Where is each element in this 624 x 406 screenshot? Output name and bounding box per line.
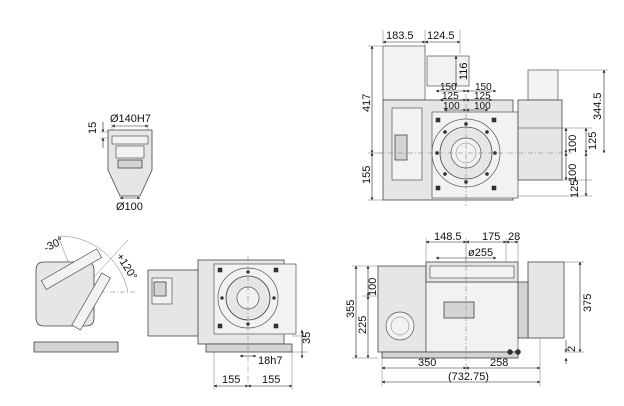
dim-258: 258 [490, 357, 508, 369]
dim-148-5: 148.5 [434, 231, 462, 243]
dim-125-lower: 125 [569, 180, 581, 198]
dim-344-5: 344.5 [592, 92, 604, 120]
front-view: 18h7 35 155 155 [147, 256, 313, 390]
dim-124-5: 124.5 [427, 30, 455, 42]
dim-15: 15 [87, 122, 99, 134]
dim-100-lower: 100 [567, 164, 579, 182]
dim-100-left: 100 [443, 101, 460, 112]
dim-dia-140h7: Ø140H7 [110, 113, 151, 125]
tilt-view: -30° +120° [33, 235, 139, 353]
dim-100-right: 100 [474, 101, 491, 112]
dim-417: 417 [361, 94, 373, 112]
dim-150-right: 150 [475, 82, 492, 93]
dim-100-upper: 100 [567, 135, 579, 153]
dim-375: 375 [582, 294, 594, 312]
dim-35: 35 [301, 332, 313, 344]
dim-225: 225 [357, 316, 369, 334]
dim-28: 28 [508, 231, 520, 243]
dim-155-left: 155 [222, 374, 240, 386]
dim-175: 175 [482, 231, 500, 243]
side-view: 148.5 175 28 ø255 355 100 225 375 2 350 … [345, 231, 594, 386]
dim-total-732-75: (732.75) [448, 371, 489, 383]
angle-minus-30: -30° [42, 235, 66, 255]
top-view: 183.5 124.5 116 417 155 150 150 125 125 … [361, 30, 608, 206]
dim-183-5: 183.5 [386, 30, 414, 42]
spindle-detail: 15 Ø140H7 Ø100 [87, 113, 153, 213]
dim-100-side: 100 [367, 278, 379, 296]
dim-dia-100: Ø100 [116, 201, 143, 213]
dim-125-left: 125 [442, 91, 459, 102]
dim-125-upper: 125 [587, 132, 599, 150]
dim-355: 355 [345, 300, 357, 318]
dim-116: 116 [458, 62, 470, 80]
dim-350: 350 [418, 357, 436, 369]
dim-125-right: 125 [474, 91, 491, 102]
dim-2: 2 [566, 346, 578, 352]
dim-18h7: 18h7 [258, 355, 282, 367]
dim-150-left: 150 [440, 82, 457, 93]
dim-dia-255: ø255 [468, 247, 493, 259]
dim-155-right: 155 [262, 374, 280, 386]
dim-155-top: 155 [361, 166, 373, 184]
